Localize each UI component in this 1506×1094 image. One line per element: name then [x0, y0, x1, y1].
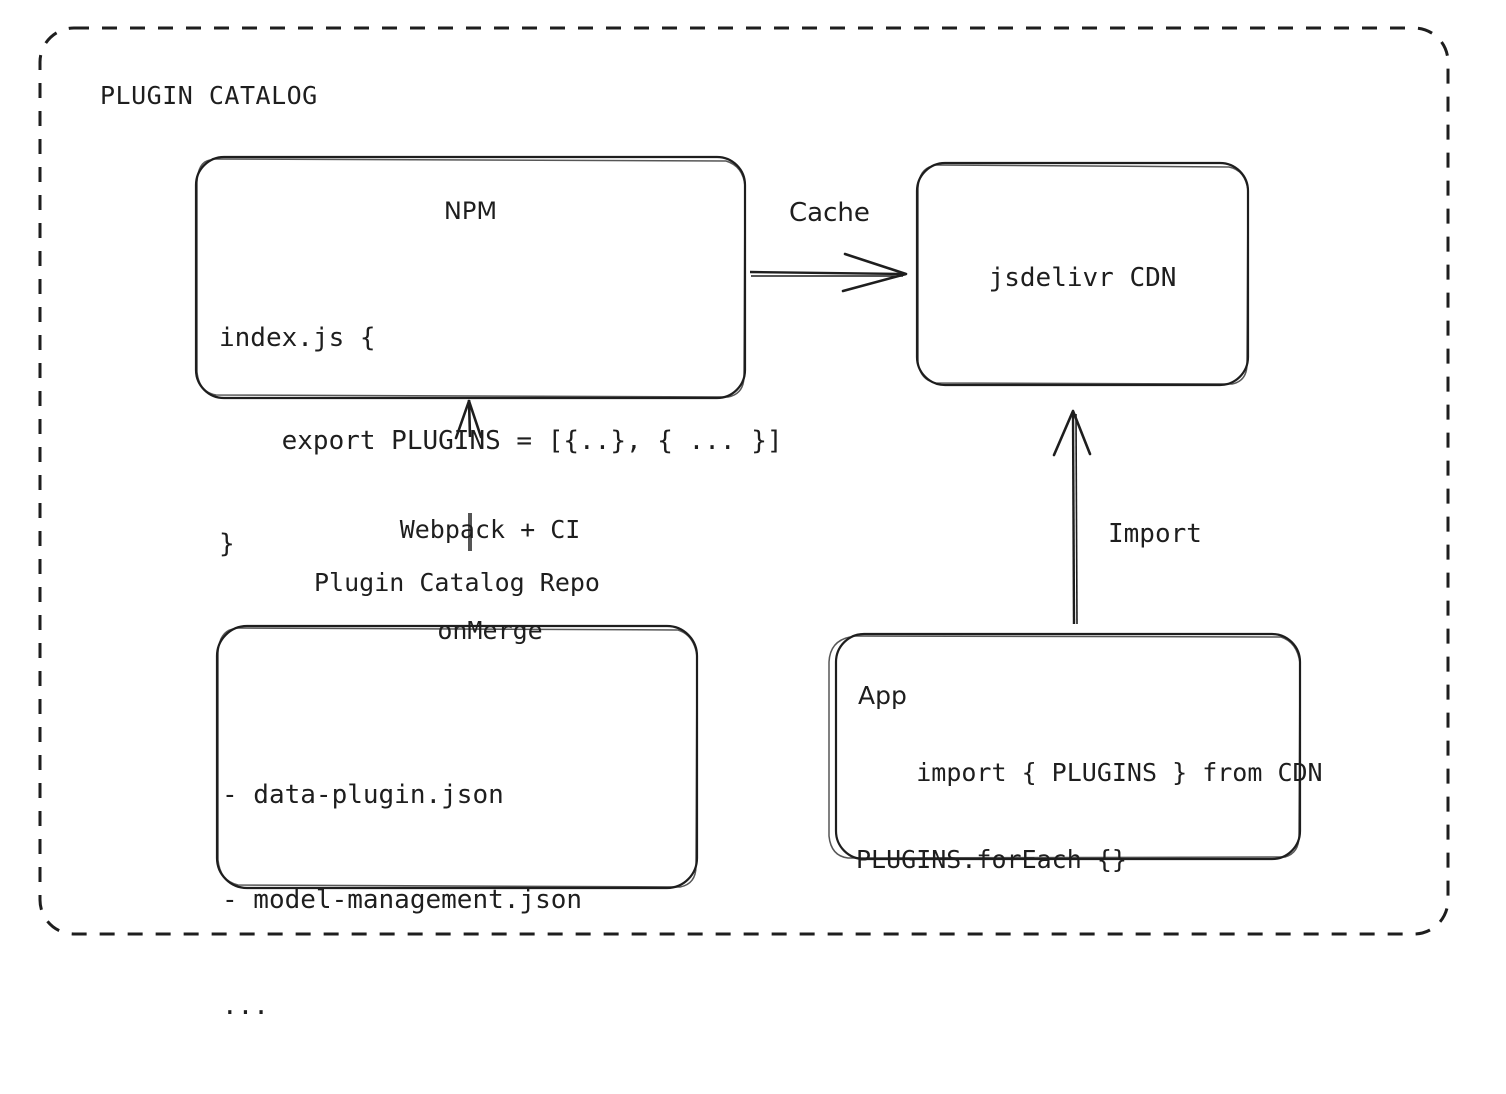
repo-file-list: - data-plugin.json - model-management.js…	[222, 708, 582, 1094]
cache-edge-label: Cache	[789, 198, 870, 228]
app-code-line-1: import { PLUGINS } from CDN	[916, 758, 1323, 787]
diagram-canvas: PLUGIN CATALOG NPM index.js { export PLU…	[38, 26, 1450, 1021]
npm-code-line: index.js {	[219, 322, 376, 353]
npm-code-line: export PLUGINS = [{..}, { ... }]	[219, 425, 783, 456]
app-box-title: App	[858, 681, 907, 710]
build-edge-label-line1: Webpack + CI	[399, 514, 581, 544]
npm-box-title: NPM	[443, 197, 498, 225]
app-code-line-2: PLUGINS.forEach {}	[856, 845, 1127, 874]
repo-box-caption: Plugin Catalog Repo	[314, 568, 600, 597]
page-title: PLUGIN CATALOG	[100, 81, 318, 110]
cdn-box-title: jsdelivr CDN	[988, 263, 1177, 293]
npm-code-line: }	[219, 528, 235, 559]
repo-file-item: - model-management.json	[222, 885, 583, 916]
npm-code-block: index.js { export PLUGINS = [{..}, { ...…	[219, 252, 783, 629]
app-code-block: import { PLUGINS } from CDN PLUGINS.forE…	[856, 735, 1323, 922]
build-edge-label: Webpack + CI onMerge	[340, 445, 640, 715]
repo-file-item: - data-plugin.json	[222, 780, 504, 811]
import-arrow	[1052, 409, 1092, 625]
repo-file-item: ...	[222, 990, 269, 1021]
build-edge-label-line2: onMerge	[437, 615, 543, 645]
import-edge-label: Import	[1108, 519, 1202, 549]
